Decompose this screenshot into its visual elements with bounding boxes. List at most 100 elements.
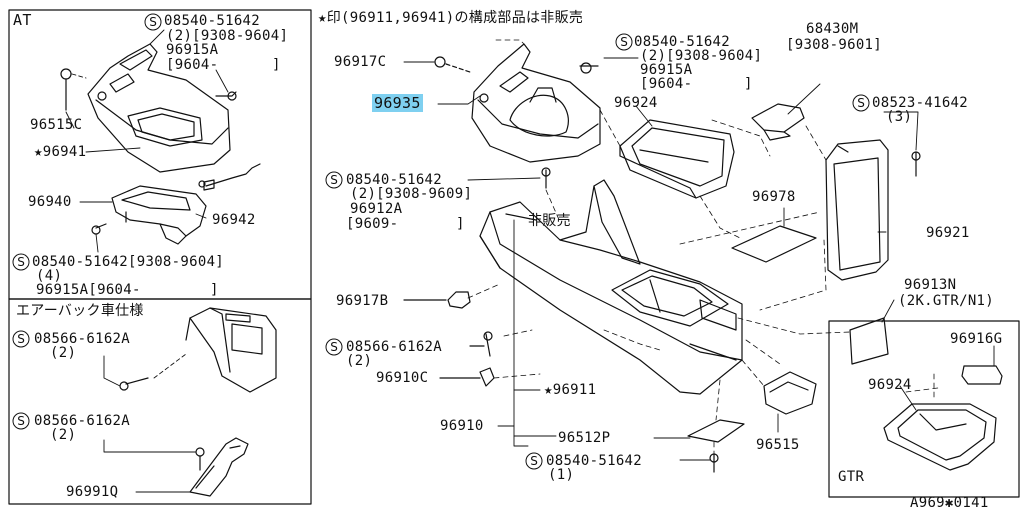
at-part-96942: 96942 <box>212 212 256 228</box>
at-part-96915a-range-end: ] <box>272 57 281 73</box>
s-symbol <box>12 253 30 271</box>
part-96935-highlighted: 96935 <box>372 94 423 112</box>
screw-lower-main <box>469 331 493 357</box>
at-bezel-part <box>87 43 231 173</box>
footer-code: A969✱0141 <box>910 495 989 511</box>
at-leaders <box>65 29 229 253</box>
s-symbol <box>12 412 30 430</box>
svg-text:S: S <box>530 454 538 468</box>
part-08540-upper-qty: (2)[9308-9604] <box>640 48 763 64</box>
pocket-96515-part <box>763 371 817 415</box>
at-part-08540-b: 08540-51642[9308-9604] <box>32 254 225 270</box>
part-08566-main-qty: (2) <box>346 353 373 369</box>
lid-screw <box>911 151 921 177</box>
lid-part <box>825 139 889 281</box>
part-96910: 96910 <box>440 418 484 434</box>
at-part-96915a-range: [9604- <box>166 57 219 73</box>
part-08540-mid: 08540-51642 <box>346 172 443 188</box>
part-08523-qty: (3) <box>886 109 913 125</box>
mat-part <box>731 225 817 263</box>
svg-text:S: S <box>857 96 865 110</box>
s-circle-symbols <box>12 13 870 470</box>
part-96935-label: 96935 <box>372 94 423 112</box>
s-symbol <box>852 94 870 112</box>
at-part-96515c: 96515C <box>30 117 83 133</box>
airbag-bracket-part <box>189 437 249 497</box>
part-96917c: 96917C <box>334 54 387 70</box>
airbag-part-08566-b: 08566-6162A <box>34 413 131 429</box>
left-bottom-frame <box>8 298 312 505</box>
main-small-screws <box>434 56 599 189</box>
at-screws <box>60 68 237 235</box>
part-96921: 96921 <box>926 225 970 241</box>
at-part-96915a-b-end: ] <box>210 282 219 298</box>
svg-text:S: S <box>17 332 25 346</box>
airbag-screws <box>119 377 205 471</box>
main-leaders <box>403 57 995 461</box>
part-96924: 96924 <box>614 95 658 111</box>
part-96915a-upper-range: [9604- <box>640 76 693 92</box>
airbag-part-08566-a: 08566-6162A <box>34 331 131 347</box>
s-symbol <box>12 330 30 348</box>
part-08540-lower-qty: (1) <box>548 467 575 483</box>
part-08523: 08523-41642 <box>872 95 969 111</box>
main-dashed-guides <box>467 39 939 455</box>
airbag-console-part <box>185 307 277 393</box>
part-96911: ★96911 <box>544 382 597 398</box>
svg-text:S: S <box>149 15 157 29</box>
part-96912a-range-end: ] <box>456 216 465 232</box>
gtr-frame <box>828 320 1020 498</box>
part-68430m-range: [9308-9601] <box>786 37 883 53</box>
console-body-part <box>479 179 743 395</box>
at-part-96915a: 96915A <box>166 42 219 58</box>
airbag-title: エアーバック車仕様 <box>16 303 144 319</box>
part-96515: 96515 <box>756 437 800 453</box>
s-symbol <box>615 33 633 51</box>
at-part-08540-a-qty: (2)[9308-9604] <box>166 28 289 44</box>
airbag-part-96991q: 96991Q <box>66 484 119 500</box>
not-sold-label: 非販売 <box>528 213 571 229</box>
svg-text:S: S <box>17 414 25 428</box>
part-68430m: 68430M <box>806 21 859 37</box>
at-part-96915a-b: 96915A[9604- <box>36 282 141 298</box>
airbag-leaders <box>103 353 197 493</box>
at-bracket-part <box>111 180 207 245</box>
part-08566-main: 08566-6162A <box>346 339 443 355</box>
part-96913n: 96913N <box>904 277 957 293</box>
part-08540-lower: 08540-51642 <box>546 453 643 469</box>
part-96913n-note: (2K.GTR/N1) <box>898 293 995 309</box>
svg-text:S: S <box>330 173 338 187</box>
clip-96910c-part <box>439 367 495 387</box>
gtr-clip-part <box>961 365 1003 385</box>
at-part-08540-b-qty: (4) <box>36 268 63 284</box>
s-symbol <box>325 171 343 189</box>
header-note: ★印(96911,96941)の構成部品は非販売 <box>318 10 584 26</box>
s-symbol <box>525 452 543 470</box>
gtr-part-96924: 96924 <box>868 377 912 393</box>
s-symbol <box>325 338 343 356</box>
svg-text:S: S <box>330 340 338 354</box>
part-96512p: 96512P <box>558 430 611 446</box>
gtr-part-96916g: 96916G <box>950 331 1003 347</box>
at-part-96941: ★96941 <box>34 144 87 160</box>
svg-text:S: S <box>620 35 628 49</box>
shift-boot-panel-part <box>471 43 601 163</box>
screw-bottom-main <box>709 453 719 473</box>
part-96978: 96978 <box>752 189 796 205</box>
part-96915a-upper: 96915A <box>640 62 693 78</box>
part-96910c: 96910C <box>376 370 429 386</box>
bracket-68430m-part <box>751 103 805 141</box>
svg-text:S: S <box>17 255 25 269</box>
part-08540-mid-qty: (2)[9308-9609] <box>350 186 473 202</box>
clip-96917b-part <box>403 291 471 309</box>
airbag-part-08566-b-qty: (2) <box>50 427 77 443</box>
at-title: AT <box>13 11 32 29</box>
part-96912a: 96912A <box>350 201 403 217</box>
airbag-part-08566-a-qty: (2) <box>50 345 77 361</box>
tray-part <box>619 119 735 199</box>
part-96912a-range: [9609- <box>346 216 399 232</box>
strip-96512p-part <box>687 419 745 443</box>
at-part-96940: 96940 <box>28 194 72 210</box>
gtr-tray-part <box>883 403 997 471</box>
